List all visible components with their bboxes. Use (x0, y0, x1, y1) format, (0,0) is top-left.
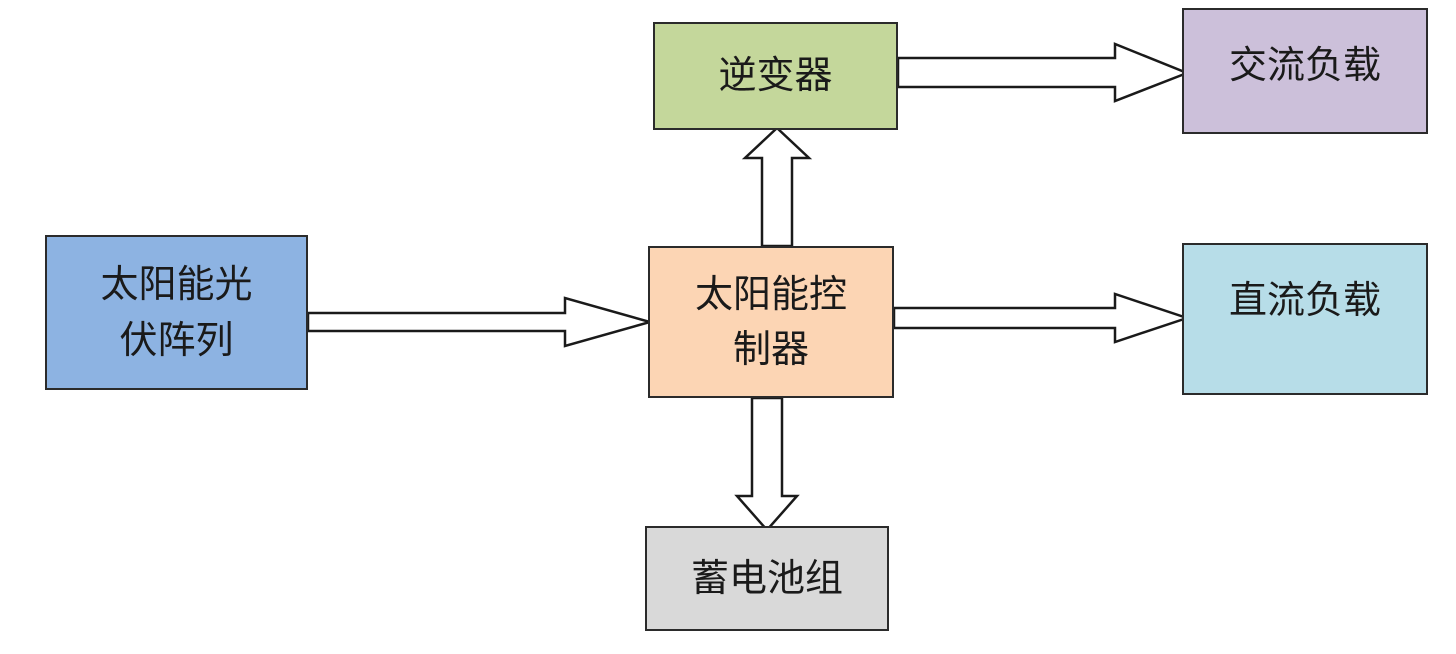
inverter-label: 逆变器 (718, 53, 833, 98)
arrow-controller-to-dc-load (892, 292, 1191, 344)
arrow-controller-to-battery (734, 396, 800, 532)
pv-array-box: 太阳能光 伏阵列 (45, 235, 308, 390)
arrow-pv-to-controller (306, 296, 655, 348)
battery-box: 蓄电池组 (645, 526, 889, 631)
controller-box: 太阳能控 制器 (648, 246, 894, 398)
arrow-controller-to-inverter (741, 126, 813, 248)
dc-load-label: 直流负载 (1228, 278, 1381, 322)
ac-load-box: 交流负载 (1182, 8, 1428, 134)
dc-load-box: 直流负载 (1182, 243, 1428, 395)
ac-load-label: 交流负载 (1228, 43, 1381, 87)
battery-label: 蓄电池组 (690, 555, 843, 600)
arrow-inverter-to-ac-load (896, 42, 1191, 103)
inverter-box: 逆变器 (653, 22, 898, 130)
controller-label: 太阳能控 制器 (694, 271, 847, 371)
pv-array-label: 太阳能光 伏阵列 (100, 262, 253, 362)
